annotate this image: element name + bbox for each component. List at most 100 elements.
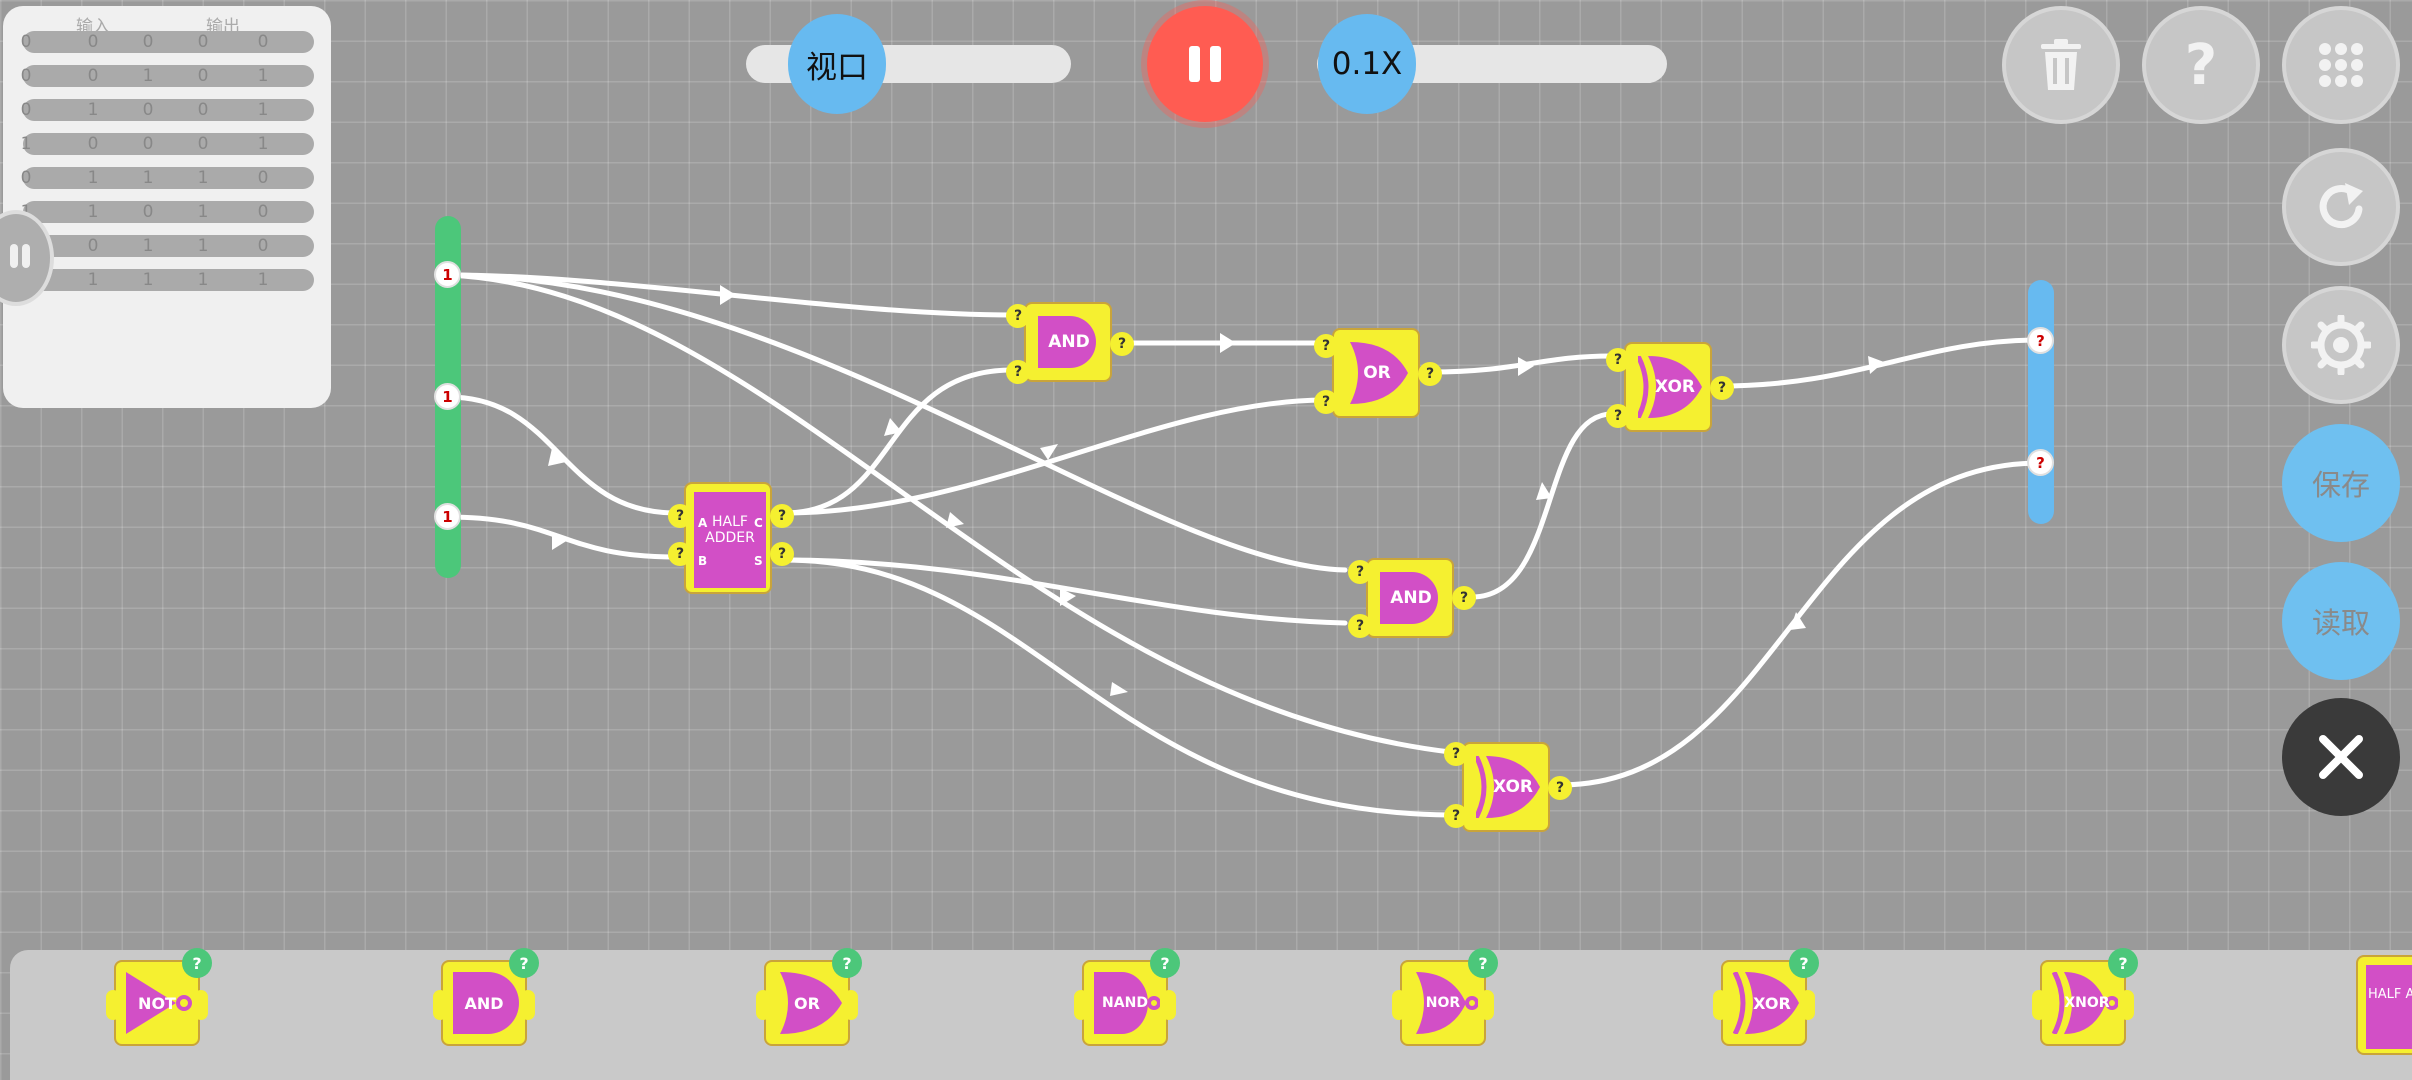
pause-button[interactable]	[1147, 6, 1263, 122]
viewport-slider-knob[interactable]: 视口	[788, 14, 886, 114]
or-gate[interactable]: OR ? ? ?	[1314, 328, 1442, 418]
wire-arrow	[946, 512, 964, 528]
settings-button[interactable]	[2282, 286, 2400, 404]
xor-gate[interactable]: XOR ? ? ?	[1606, 342, 1734, 432]
input-pin[interactable]: ?	[1606, 348, 1630, 372]
xor-gate-symbol	[1638, 356, 1702, 418]
palette-pin	[844, 990, 858, 1020]
input-pin[interactable]: ?	[1006, 360, 1030, 384]
output-pin[interactable]: ?	[1452, 586, 1476, 610]
speed-slider-knob[interactable]: 0.1X	[1318, 14, 1416, 114]
truth-cell: 0	[197, 66, 209, 86]
nor-gate-symbol	[1416, 972, 1478, 1034]
input-pin[interactable]: ?	[1314, 390, 1338, 414]
palette-xor-gate[interactable]: XOR ?	[1713, 948, 1819, 1046]
palette-badge: ?	[509, 948, 539, 978]
delete-button[interactable]	[2002, 6, 2120, 124]
palette-label: NOR	[1425, 995, 1461, 1011]
truth-cell: 1	[257, 100, 269, 120]
redo-button[interactable]	[2282, 148, 2400, 266]
redo-icon	[2319, 183, 2363, 229]
output-pin[interactable]: ?	[1418, 362, 1442, 386]
input-pin[interactable]: ?	[1348, 614, 1372, 638]
xor-gate[interactable]: XOR ? ? ?	[1444, 742, 1572, 832]
truth-cell: 0	[20, 168, 32, 188]
truth-cell: 1	[142, 168, 154, 188]
not-gate-symbol	[126, 972, 192, 1034]
output-pin[interactable]: ?	[1710, 376, 1734, 400]
palette-badge: ?	[1789, 948, 1819, 978]
palette-and-gate[interactable]: AND ?	[433, 948, 539, 1046]
and-gate[interactable]: AND ? ? ?	[1006, 302, 1134, 384]
wire-arrow	[1536, 482, 1552, 500]
save-button[interactable]: 保存	[2282, 424, 2400, 542]
palette-badge: ?	[182, 948, 212, 978]
output-pin[interactable]: ?	[1548, 776, 1572, 800]
close-button[interactable]	[2282, 698, 2400, 816]
or-gate-symbol	[1350, 342, 1408, 404]
palette-label: XNOR	[2064, 995, 2110, 1011]
input-node[interactable]: 1	[434, 503, 461, 530]
half-adder-port-c: C	[754, 516, 763, 530]
palette-label: HALF ADDER	[2368, 987, 2412, 1002]
wire	[781, 557, 1348, 626]
input-node[interactable]: 1	[434, 261, 461, 288]
palette-label: AND	[464, 993, 504, 1013]
truth-cell: 0	[197, 134, 209, 154]
nand-gate-symbol	[1094, 972, 1160, 1034]
palette-half-adder[interactable]: HALF ADDER	[2356, 955, 2412, 1055]
input-pin[interactable]: ?	[1444, 742, 1468, 766]
truth-cell: 1	[257, 66, 269, 86]
wire-arrow	[884, 418, 902, 436]
load-button[interactable]: 读取	[2282, 562, 2400, 680]
half-adder-body	[2366, 965, 2412, 1049]
truth-cell: 1	[197, 168, 209, 188]
palette-pin	[106, 990, 120, 1020]
output-node: ?	[2027, 449, 2054, 476]
palette-not-gate[interactable]: NOT ?	[106, 948, 212, 1046]
palette-xnor-gate[interactable]: XNOR ?	[2032, 948, 2138, 1046]
palette-or-gate[interactable]: OR ?	[756, 948, 862, 1046]
truth-row: 10110	[21, 235, 314, 257]
input-pin[interactable]: ?	[1006, 304, 1030, 328]
palette-nand-gate[interactable]: NAND ?	[1074, 948, 1180, 1046]
wire	[781, 367, 1015, 516]
input-pin[interactable]: ?	[668, 542, 692, 566]
palette-pin	[433, 990, 447, 1020]
settings-icon	[2311, 315, 2371, 375]
input-node[interactable]: 1	[434, 383, 461, 410]
help-button[interactable]: ?	[2142, 6, 2260, 124]
input-pin[interactable]: ?	[1314, 334, 1338, 358]
menu-button[interactable]	[2282, 6, 2400, 124]
palette-pin	[1074, 990, 1088, 1020]
wire-arrow	[1060, 588, 1076, 606]
trash-icon	[2041, 39, 2081, 90]
truth-cell: 0	[87, 134, 99, 154]
palette-pin	[1162, 990, 1176, 1020]
truth-cell: 1	[197, 270, 209, 290]
input-pin[interactable]: ?	[1444, 804, 1468, 828]
palette-label: NAND	[1102, 995, 1148, 1011]
output-pin[interactable]: ?	[770, 542, 794, 566]
gate-label: XOR	[1654, 377, 1696, 397]
truth-cell: 1	[87, 270, 99, 290]
truth-cell: 1	[87, 202, 99, 222]
half-adder-label-line1: HALF	[712, 514, 748, 530]
pause-icon	[22, 244, 30, 268]
gate-label: AND	[1048, 332, 1090, 352]
input-pin[interactable]: ?	[1606, 404, 1630, 428]
and-gate[interactable]: AND ? ? ?	[1348, 558, 1476, 638]
truth-cell: 0	[20, 32, 32, 52]
output-pin[interactable]: ?	[770, 504, 794, 528]
xor-gate-symbol	[1476, 756, 1540, 818]
input-pin[interactable]: ?	[668, 504, 692, 528]
input-pin[interactable]: ?	[1348, 560, 1372, 584]
gate-label: OR	[1363, 363, 1391, 383]
palette-nor-gate[interactable]: NOR ?	[1392, 948, 1498, 1046]
palette-pin	[2120, 990, 2134, 1020]
output-pin[interactable]: ?	[1110, 332, 1134, 356]
